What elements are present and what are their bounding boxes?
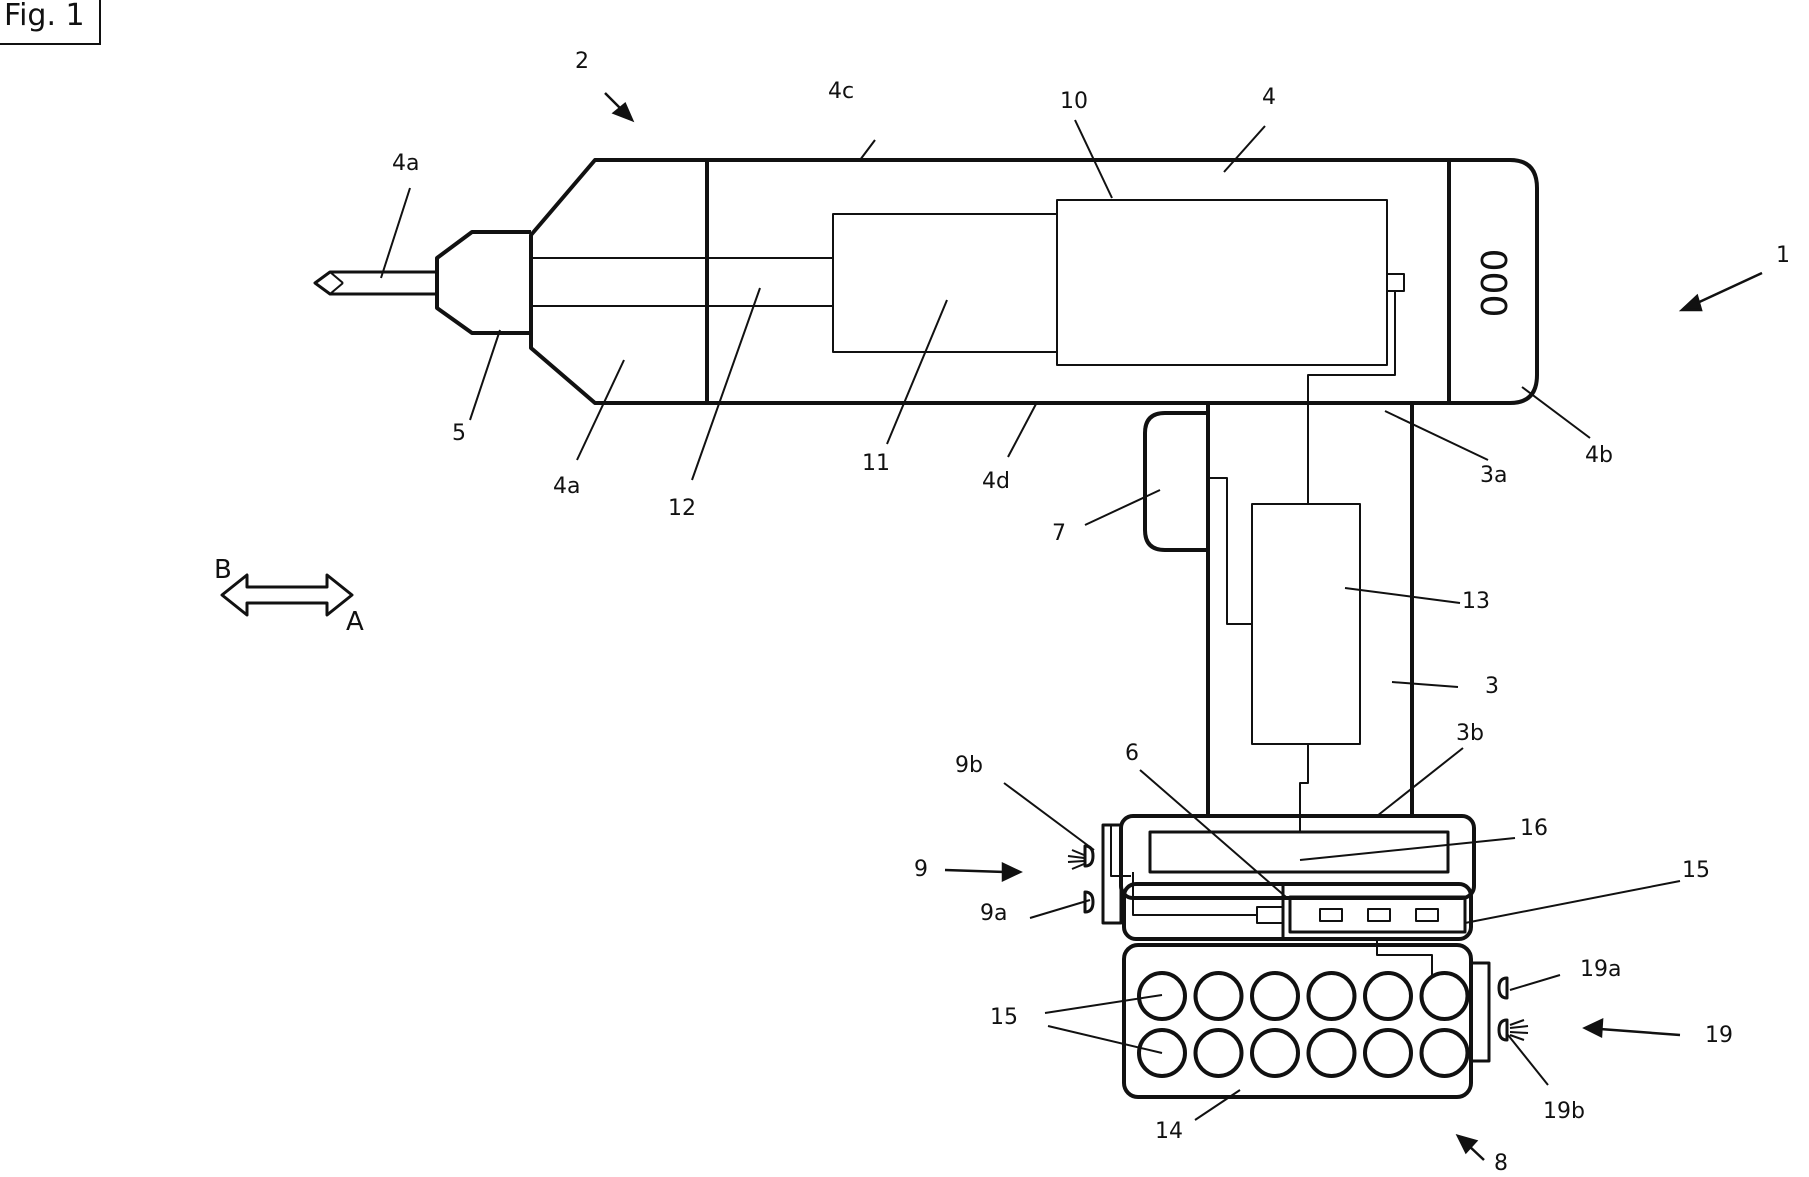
- numeral-5: 5: [452, 421, 466, 446]
- battery-cell: [1309, 973, 1355, 1019]
- battery-cell: [1365, 1030, 1411, 1076]
- numeral-13: 13: [1462, 589, 1490, 614]
- battery-cell: [1422, 1030, 1468, 1076]
- numeral-9: 9: [914, 857, 928, 882]
- battery-cell: [1196, 973, 1242, 1019]
- numeral-3: 3: [1485, 674, 1499, 699]
- gearbox: [833, 214, 1057, 352]
- numeral-12: 12: [668, 496, 696, 521]
- numeral-19b: 19b: [1543, 1099, 1585, 1124]
- battery-cell: [1309, 1030, 1355, 1076]
- numeral-2: 2: [575, 49, 589, 74]
- pack-electronics: [1150, 832, 1448, 872]
- numeral-15-right: 15: [1682, 858, 1710, 883]
- light-rays-9b: [1068, 850, 1084, 869]
- numeral-15-left: 15: [990, 1005, 1018, 1030]
- display-readout: 000: [1472, 249, 1513, 318]
- battery-cell: [1252, 1030, 1298, 1076]
- battery-cell: [1365, 973, 1411, 1019]
- direction-label-forward: A: [346, 607, 364, 637]
- numeral-3a: 3a: [1480, 463, 1507, 488]
- numeral-14: 14: [1155, 1119, 1183, 1144]
- motor-wire: [1308, 291, 1395, 504]
- numeral-4a-bottom: 4a: [553, 474, 580, 499]
- battery-cell: [1422, 973, 1468, 1019]
- numeral-10: 10: [1060, 89, 1088, 114]
- trigger-wire: [1208, 478, 1252, 624]
- numeral-19: 19: [1705, 1023, 1733, 1048]
- numeral-4d: 4d: [982, 469, 1010, 494]
- direction-label-backward: B: [214, 555, 232, 585]
- indicator-19-housing: [1471, 963, 1489, 1061]
- motor-terminal: [1387, 274, 1404, 291]
- numeral-8: 8: [1494, 1151, 1508, 1176]
- numeral-11: 11: [862, 451, 890, 476]
- numeral-16: 16: [1520, 816, 1548, 841]
- interface-6: [1257, 907, 1283, 923]
- controller-wire: [1300, 744, 1308, 832]
- numeral-6: 6: [1125, 741, 1139, 766]
- battery-cell: [1196, 1030, 1242, 1076]
- light-rays-19b: [1510, 1020, 1528, 1040]
- reference-numerals: 2 4c 10 4 1 4a 5 4a 12 11 4d 7 3a 4b 13 …: [392, 49, 1790, 1176]
- numeral-9b: 9b: [955, 753, 983, 778]
- battery-cell: [1252, 973, 1298, 1019]
- chuck: [437, 232, 531, 333]
- numeral-4b: 4b: [1585, 443, 1613, 468]
- trigger: [1145, 413, 1208, 550]
- numeral-4c: 4c: [828, 79, 854, 104]
- controller: [1252, 504, 1360, 744]
- numeral-4-top: 4: [1262, 85, 1276, 110]
- pack-housing: [1124, 945, 1471, 1097]
- direction-arrow: [222, 575, 352, 615]
- numeral-3b: 3b: [1456, 721, 1484, 746]
- motor: [1057, 200, 1387, 365]
- numeral-7: 7: [1052, 521, 1066, 546]
- numeral-9a: 9a: [980, 901, 1007, 926]
- numeral-1: 1: [1776, 243, 1790, 268]
- numeral-19a: 19a: [1580, 957, 1621, 982]
- cell-grid: [1139, 973, 1468, 1076]
- numeral-4a-top: 4a: [392, 151, 419, 176]
